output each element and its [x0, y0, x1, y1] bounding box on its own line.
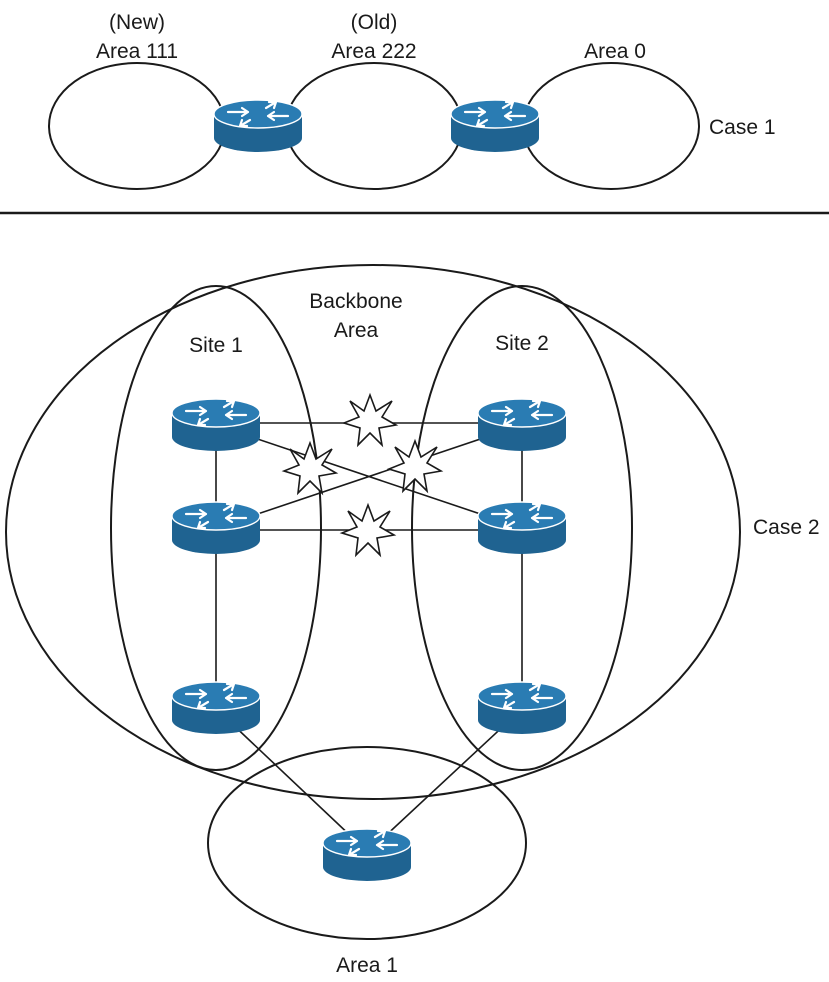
link-failure-burst-icon — [283, 442, 337, 494]
case-1-label: Case 1 — [709, 116, 776, 139]
case-2-label: Case 2 — [753, 516, 820, 539]
router-icon — [170, 397, 262, 453]
site-2-boundary — [411, 285, 633, 771]
backbone-area-boundary — [5, 264, 741, 800]
router-icon — [476, 500, 568, 556]
backbone-label-line1: Backbone — [309, 290, 402, 313]
link-failure-burst-icon — [343, 394, 397, 446]
backbone-label-line2: Area — [334, 319, 379, 342]
router-icon — [212, 98, 304, 154]
link-s1r3-area1 — [227, 719, 356, 841]
area-111-label: Area 111 — [96, 40, 178, 63]
area-1-boundary — [207, 746, 527, 940]
router-icon — [449, 98, 541, 154]
router-icon — [476, 680, 568, 736]
router-icon — [321, 827, 413, 883]
area-111-boundary — [48, 62, 226, 190]
area-222-label: Area 222 — [331, 40, 416, 63]
router-icon — [476, 397, 568, 453]
area-0-label: Area 0 — [584, 40, 646, 63]
area-222-qualifier: (Old) — [351, 11, 398, 34]
link-failure-burst-icon — [388, 440, 442, 492]
router-icon — [170, 500, 262, 556]
area-111-qualifier: (New) — [109, 11, 165, 34]
area-0-boundary — [522, 62, 700, 190]
site-1-label: Site 1 — [189, 334, 243, 357]
link-failure-burst-icon — [341, 504, 395, 556]
site-2-label: Site 2 — [495, 332, 549, 355]
area-1-label: Area 1 — [336, 954, 398, 977]
case2-group: Backbone Area Site 1 Site 2 Case 2 Area … — [5, 264, 820, 977]
links — [215, 422, 523, 841]
area-222-boundary — [285, 62, 463, 190]
case1-group: (New) Area 111 (Old) Area 222 Area 0 Cas… — [48, 11, 776, 190]
link-s2r3-area1 — [380, 719, 511, 841]
site-1-boundary — [110, 285, 322, 771]
link-s1r2-s2r1 — [215, 424, 523, 529]
router-icon — [170, 680, 262, 736]
